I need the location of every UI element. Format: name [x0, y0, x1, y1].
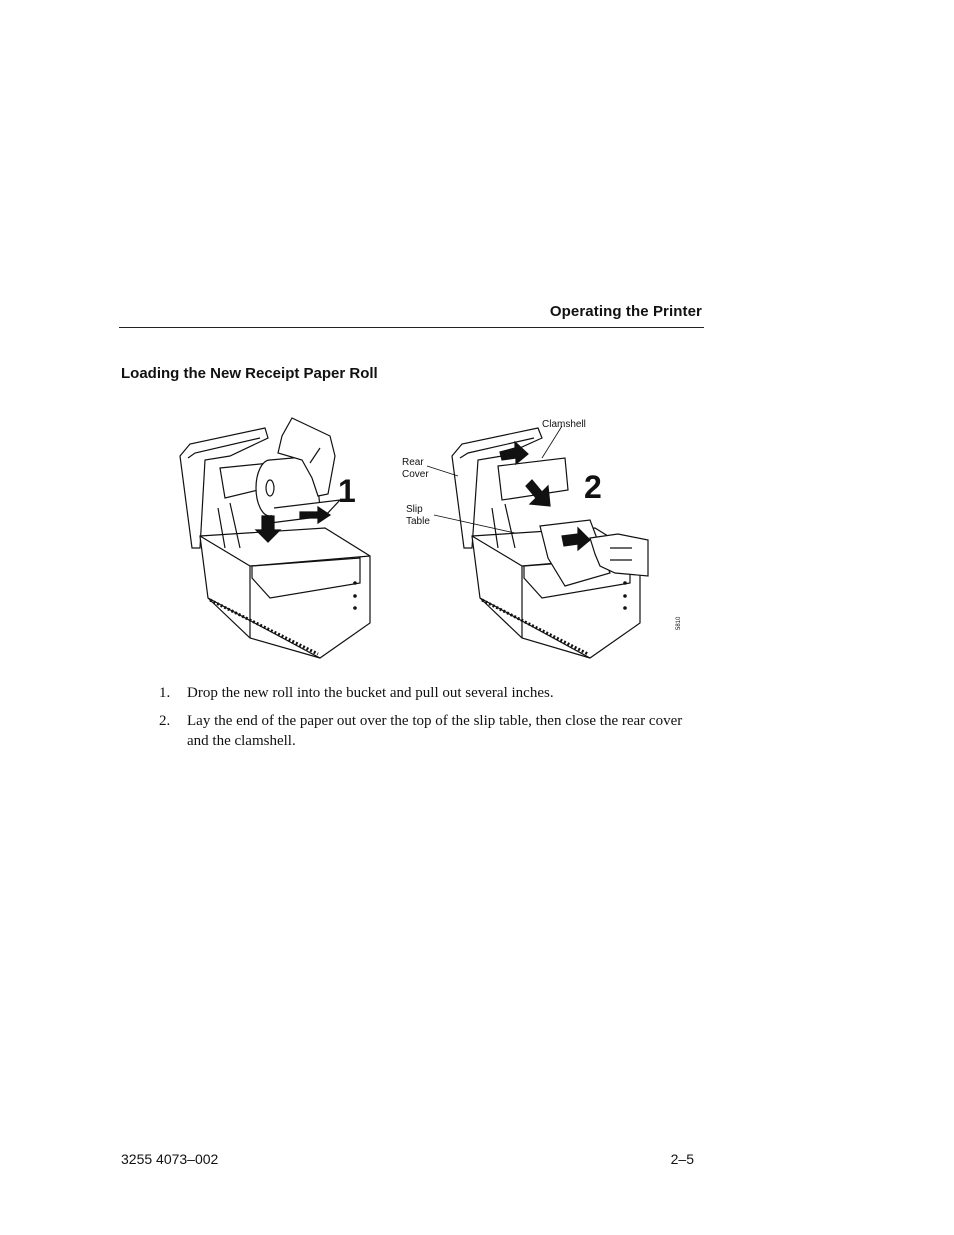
footer-page-number: 2–5	[670, 1151, 694, 1167]
rear-cover-label-line1: Rear	[402, 457, 424, 468]
running-header: Operating the Printer	[549, 303, 702, 320]
printer-2-drawing	[426, 425, 649, 659]
header-rule	[119, 327, 704, 328]
step-number-2: 2	[584, 469, 602, 505]
printer-illustration: 1	[170, 408, 690, 668]
step-item: 1. Drop the new roll into the bucket and…	[155, 683, 685, 703]
rear-cover-label-line2: Cover	[402, 469, 429, 480]
instruction-steps: 1. Drop the new roll into the bucket and…	[155, 683, 685, 759]
clamshell-label: Clamshell	[542, 419, 586, 430]
slip-table-label-line1: Slip	[406, 504, 423, 515]
printer-1-drawing	[179, 417, 371, 659]
footer-doc-number: 3255 4073–002	[121, 1151, 219, 1167]
section-title: Loading the New Receipt Paper Roll	[121, 365, 378, 382]
step-item: 2. Lay the end of the paper out over the…	[155, 711, 685, 751]
step-number: 1.	[159, 685, 171, 701]
step-text: Drop the new roll into the bucket and pu…	[187, 685, 554, 701]
slip-table-label-line2: Table	[406, 516, 430, 527]
step-number-1: 1	[338, 473, 356, 509]
figure-id: 5810	[676, 616, 682, 630]
step-number: 2.	[159, 713, 171, 729]
step-text: Lay the end of the paper out over the to…	[187, 713, 683, 749]
